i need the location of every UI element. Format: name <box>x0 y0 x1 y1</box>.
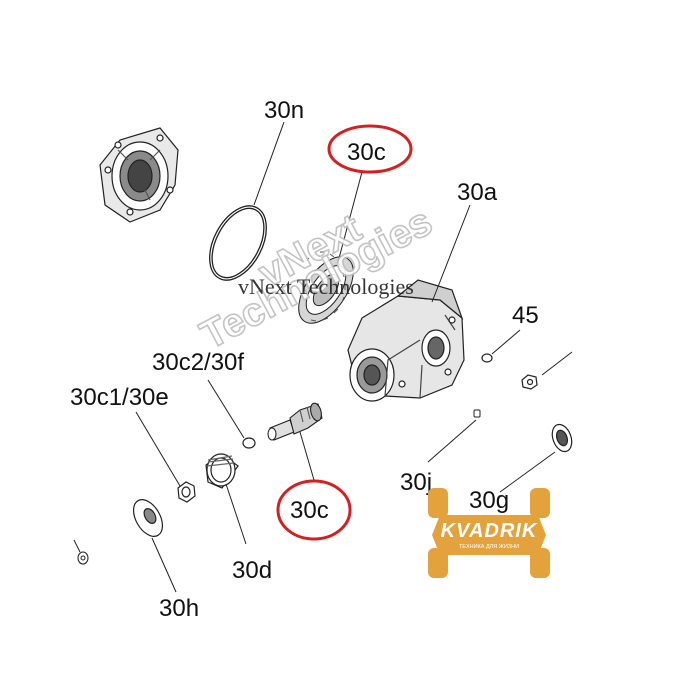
part-differential-housing <box>347 279 465 402</box>
leader-30d <box>225 483 247 545</box>
leader-30c-bottom <box>299 431 315 481</box>
leader-30h <box>151 537 177 593</box>
leader-30c-top <box>337 171 363 263</box>
logo-tagline: ТЕХНИКА ДЛЯ ЖИЗНИ <box>459 544 519 550</box>
part-washer-45 <box>481 353 493 363</box>
highlight-circle-30c-top <box>327 124 413 174</box>
label-30c2-30f: 30c2/30f <box>152 349 244 376</box>
leader-30c1-30e <box>135 411 181 487</box>
label-30c1-30e: 30c1/30e <box>70 384 169 411</box>
part-pinion-gear <box>267 402 323 441</box>
watermark-inline: vNext Technologies <box>238 274 414 299</box>
part-nut <box>521 374 538 390</box>
logo-name: KVADRIK <box>441 520 538 542</box>
label-45: 45 <box>512 302 539 329</box>
leader-30c2-30f <box>207 379 245 439</box>
part-washer-30h <box>132 499 164 537</box>
part-seal-30g <box>551 423 573 453</box>
part-pin-30j <box>473 409 481 418</box>
label-30g: 30g <box>469 487 509 514</box>
part-bearing-30d <box>205 453 239 489</box>
part-small-o-ring <box>242 437 256 449</box>
leader-30a <box>431 204 471 303</box>
leader-30g <box>499 451 556 493</box>
highlight-circle-30c-bottom <box>276 479 352 541</box>
leader-left-small <box>73 539 81 553</box>
label-30h: 30h <box>159 595 199 622</box>
part-small-washer-left <box>77 551 89 565</box>
label-30d: 30d <box>232 557 272 584</box>
label-30n: 30n <box>264 97 304 124</box>
leader-45 <box>491 329 521 355</box>
label-30j: 30j <box>400 469 432 496</box>
part-nut-30c1-30e <box>177 481 196 503</box>
label-30a: 30a <box>457 179 498 206</box>
leader-30j <box>427 419 477 463</box>
part-cover-flange <box>99 127 179 223</box>
part-ring-gear <box>298 251 354 324</box>
part-o-ring <box>209 205 267 281</box>
label-30c-top: 30c <box>347 139 386 166</box>
part-rod <box>541 351 573 376</box>
leader-30n <box>253 121 285 206</box>
label-30c-bottom: 30c <box>290 497 329 524</box>
kvadrik-logo: KVADRIK ТЕХНИКА ДЛЯ ЖИЗНИ <box>428 488 550 578</box>
